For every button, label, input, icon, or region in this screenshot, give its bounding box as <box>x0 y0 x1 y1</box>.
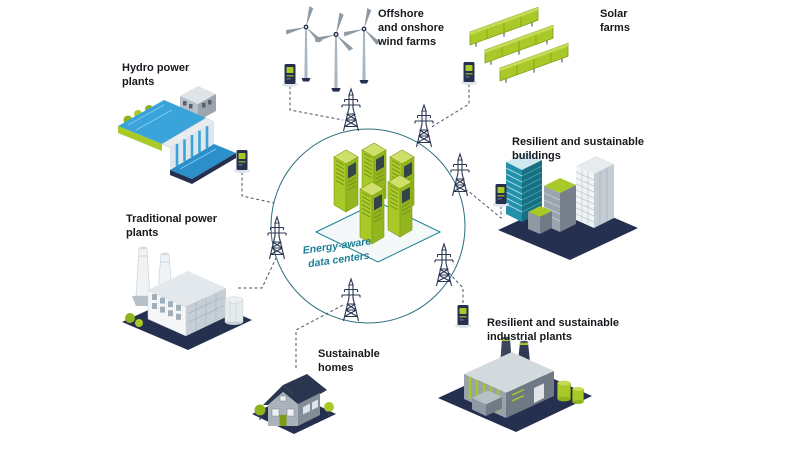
connection-buildings <box>466 189 502 220</box>
label-wind-farms: Offshore and onshore wind farms <box>378 8 445 48</box>
server-rack-icon <box>333 149 359 213</box>
label-sustainable-homes: Sustainable homes <box>318 348 380 374</box>
label-hydro-plants: Hydro power plants <box>122 62 190 88</box>
connection-wind <box>289 86 344 121</box>
pylon-icon <box>450 153 470 197</box>
hydro-dam-illustration <box>118 86 236 184</box>
pylon-icon <box>341 88 361 132</box>
connection-solar <box>429 84 470 129</box>
buildings-illustration <box>498 152 638 260</box>
pylon-icon <box>414 104 434 148</box>
industrial-plant-illustration <box>438 336 592 432</box>
connection-hydro <box>241 172 275 204</box>
server-rack-icon <box>387 174 413 238</box>
label-traditional-plants: Traditional power plants <box>126 213 218 239</box>
connection-industrial <box>448 272 464 303</box>
connection-homes <box>295 303 346 368</box>
data-center-illustration <box>314 142 442 263</box>
label-solar-farms: Solar farms <box>600 8 630 34</box>
battery-storage-icon <box>234 150 250 173</box>
label-industrial-plants: Resilient and sustainable industrial pla… <box>487 317 620 343</box>
traditional-plant-illustration <box>122 246 252 350</box>
label-sustainable-buildings: Resilient and sustainable buildings <box>512 136 645 162</box>
battery-storage-icon <box>461 62 477 85</box>
connection-traditional <box>238 257 277 289</box>
battery-storage-icon <box>282 64 298 87</box>
pylon-icon <box>434 243 454 287</box>
solar-farm-illustration <box>461 6 569 85</box>
grid-ring <box>270 128 466 324</box>
wind-farm-illustration <box>282 6 381 92</box>
battery-storage-icon <box>455 305 471 328</box>
grid-connections <box>238 84 502 368</box>
pylon-icon <box>341 278 361 322</box>
home-illustration <box>252 374 336 434</box>
